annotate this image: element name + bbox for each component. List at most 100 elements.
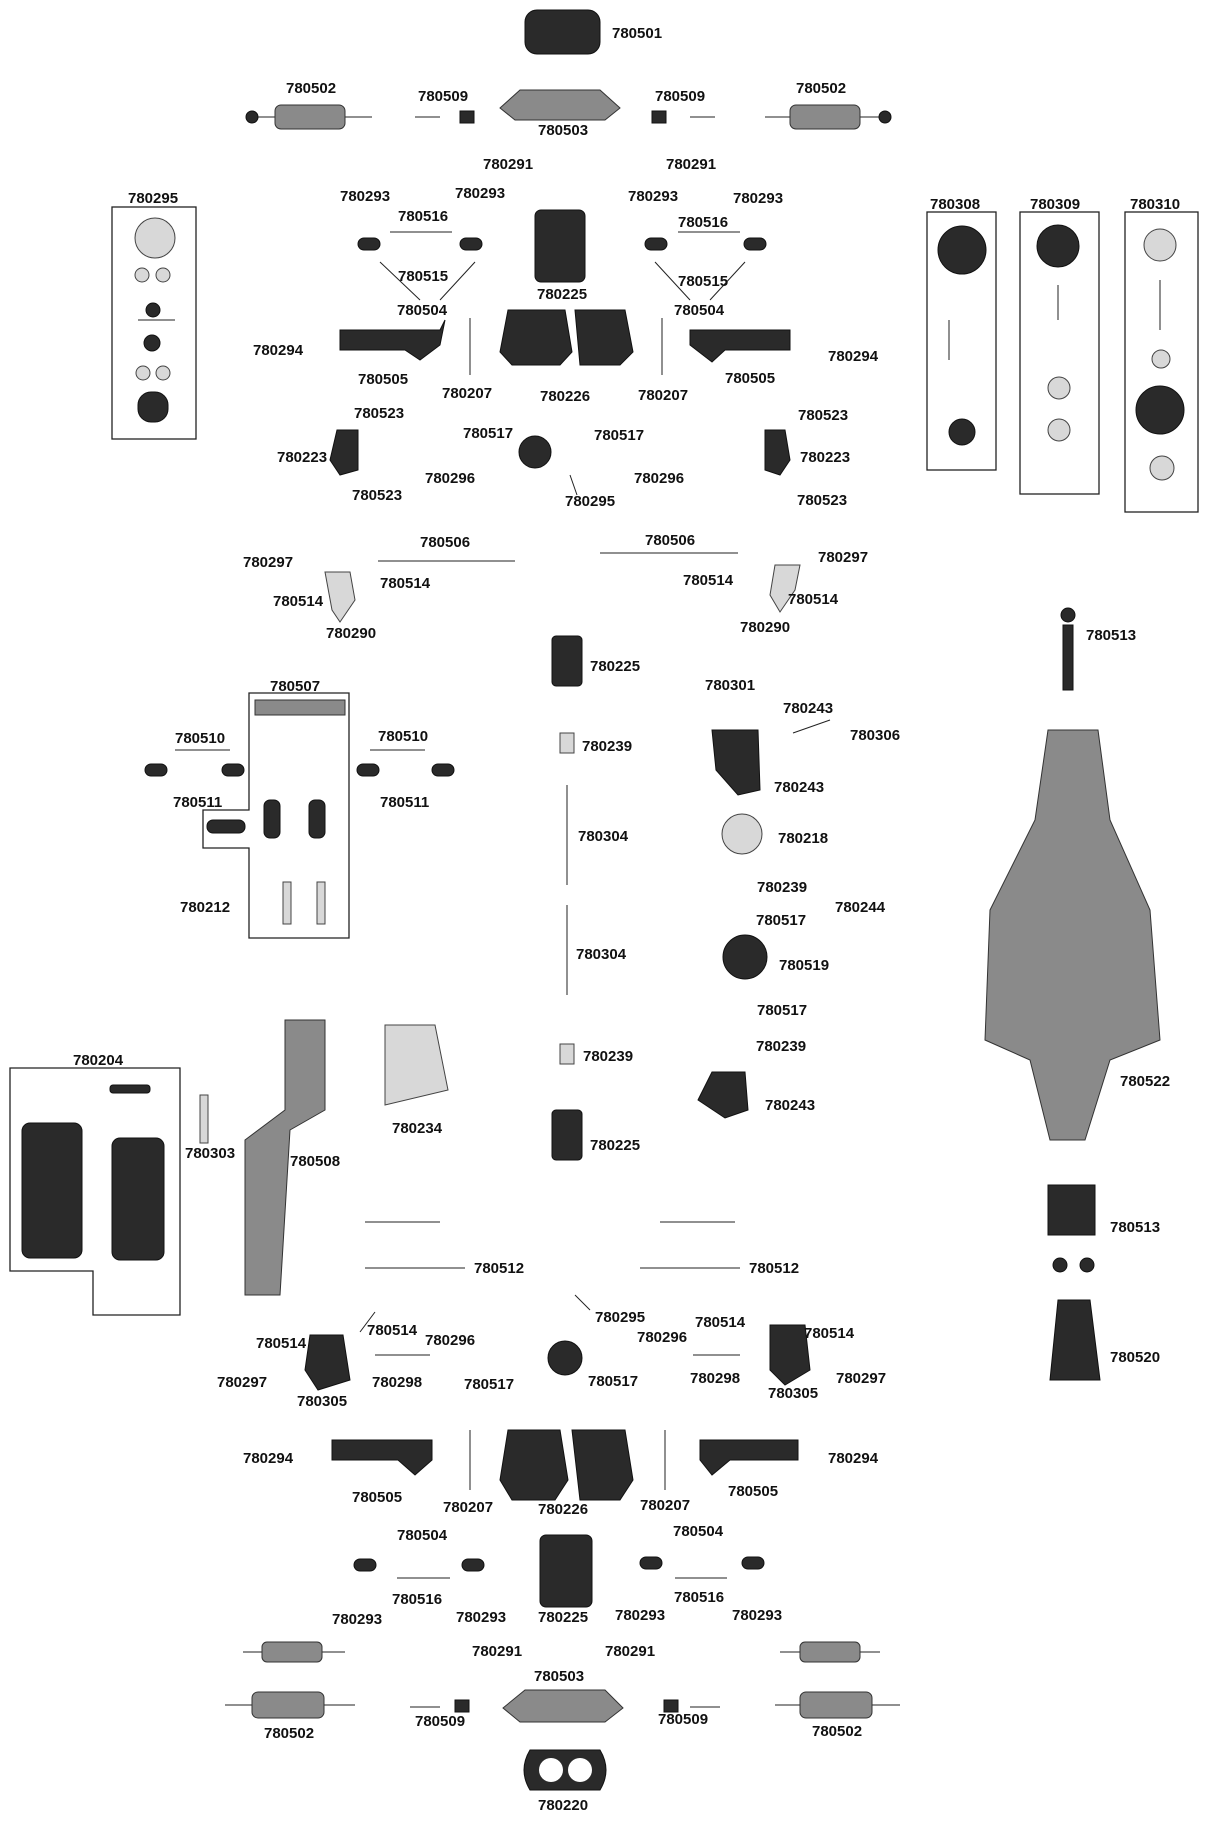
diff-case-part <box>137 391 169 423</box>
part-number-label: 780290 <box>326 625 376 642</box>
part-number-label: 780297 <box>818 549 868 566</box>
leader-780504-l2 <box>439 261 476 301</box>
part-number-label: 780508 <box>290 1153 340 1170</box>
shock-absorber-rear-right-upper <box>780 1641 880 1663</box>
part-number-label: 780308 <box>930 196 980 213</box>
shock-absorber-rear-left-upper <box>243 1641 345 1663</box>
part-number-label: 780511 <box>173 794 222 811</box>
part-number-label: 780309 <box>1030 196 1080 213</box>
box-780295-diff-parts <box>111 206 197 440</box>
part-number-label: 780504 <box>397 1527 448 1544</box>
box-780310 <box>1124 211 1199 513</box>
part-number-label: 780514 <box>695 1314 746 1331</box>
box-780308 <box>926 211 997 471</box>
suspension-arm-rear-right <box>699 1439 799 1476</box>
gearbox-housing-rear-2 <box>571 1429 634 1501</box>
body-mount-780513 <box>1047 1184 1096 1236</box>
part-number-label: 780239 <box>582 738 632 755</box>
part-number-label: 780515 <box>678 273 728 290</box>
part-number-label: 780503 <box>538 122 588 139</box>
leader-780514-top <box>359 1311 376 1333</box>
bumper-mount-rear <box>539 1534 593 1608</box>
brake-disc-780519 <box>722 934 768 980</box>
part-number-label: 780293 <box>628 188 678 205</box>
diff-front <box>518 435 552 469</box>
part-number-label: 780291 <box>472 1643 522 1660</box>
part-number-label: 780295 <box>128 190 178 207</box>
hub-780310-bottom <box>1149 455 1175 481</box>
part-number-label: 780296 <box>637 1329 687 1346</box>
part-number-label: 780243 <box>774 779 824 796</box>
part-number-label: 780513 <box>1086 627 1136 644</box>
part-number-label: 780294 <box>253 342 304 359</box>
fuel-tank-cover-780234 <box>384 1024 449 1106</box>
servo-arm-right <box>308 799 326 839</box>
shock-bushing-rear-left <box>454 1699 470 1713</box>
shock-bushing-rear-right <box>663 1699 679 1713</box>
part-number-label: 780294 <box>828 1450 879 1467</box>
rod-end-4 <box>743 237 767 251</box>
rod-end-780511-l1 <box>144 763 168 777</box>
part-number-label: 780296 <box>425 470 475 487</box>
part-number-label: 780503 <box>534 1668 584 1685</box>
part-number-label: 780513 <box>1110 1219 1160 1236</box>
part-number-label: 780509 <box>418 88 468 105</box>
part-number-label: 780514 <box>256 1335 307 1352</box>
part-number-label: 780297 <box>836 1370 886 1387</box>
part-number-label: 780207 <box>640 1497 690 1514</box>
part-number-label: 780212 <box>180 899 230 916</box>
rod-end-rear-3 <box>639 1556 663 1570</box>
body-clip-780220 <box>523 1749 607 1791</box>
steering-knuckle-left <box>324 571 356 623</box>
rod-end-rear-2 <box>461 1558 485 1572</box>
part-number-label: 780514 <box>788 591 839 608</box>
steering-knuckle-right <box>769 564 801 613</box>
part-number-label: 780225 <box>537 286 587 303</box>
part-number-label: 780502 <box>264 1725 314 1742</box>
part-number-label: 780225 <box>590 658 640 675</box>
part-number-label: 780295 <box>595 1309 645 1326</box>
part-number-label: 780293 <box>455 185 505 202</box>
part-number-label: 780293 <box>340 188 390 205</box>
part-number-label: 780226 <box>540 388 590 405</box>
leader-780295-top <box>569 474 578 496</box>
rod-end-780511-r2 <box>431 763 455 777</box>
suspension-arm-rear-left <box>331 1439 433 1476</box>
radio-box-780204-right <box>111 1137 165 1261</box>
rod-end-3 <box>644 237 668 251</box>
diff-washer-part-4 <box>155 365 171 381</box>
brake-mount-780243-top <box>711 729 761 796</box>
part-number-label: 780514 <box>683 572 734 589</box>
clutch-bell-780308 <box>948 418 976 446</box>
part-number-label: 780507 <box>270 678 320 695</box>
part-number-label: 780225 <box>538 1609 588 1626</box>
post-780507-1 <box>282 881 292 925</box>
part-number-label: 780506 <box>420 534 470 551</box>
part-number-label: 780293 <box>733 190 783 207</box>
box-780204 <box>9 1067 181 1316</box>
hub-carrier-left <box>329 429 359 476</box>
rod-end-780511-l2 <box>221 763 245 777</box>
bushing-780239-1 <box>559 732 575 754</box>
part-number-label: 780505 <box>725 370 775 387</box>
rod-end-2 <box>459 237 483 251</box>
part-number-label: 780293 <box>615 1607 665 1624</box>
diff-washer-part-3 <box>135 365 151 381</box>
part-number-label: 780509 <box>658 1711 708 1728</box>
part-number-label: 780310 <box>1130 196 1180 213</box>
part-number-label: 780291 <box>605 1643 655 1660</box>
part-number-label: 780514 <box>367 1322 418 1339</box>
part-number-label: 780298 <box>690 1370 740 1387</box>
leader-780504-r2 <box>709 261 746 301</box>
hub-780310 <box>1151 349 1171 369</box>
diff-rear <box>547 1340 583 1376</box>
diff-washer-part-2 <box>155 267 171 283</box>
part-number-label: 780514 <box>804 1325 855 1342</box>
part-number-label: 780505 <box>352 1489 402 1506</box>
part-number-label: 780502 <box>796 80 846 97</box>
shock-absorber-front-left <box>245 104 372 130</box>
part-number-label: 780297 <box>243 554 293 571</box>
part-number-label: 780298 <box>372 1374 422 1391</box>
ring-780309 <box>1047 376 1071 400</box>
part-number-label: 780506 <box>645 532 695 549</box>
